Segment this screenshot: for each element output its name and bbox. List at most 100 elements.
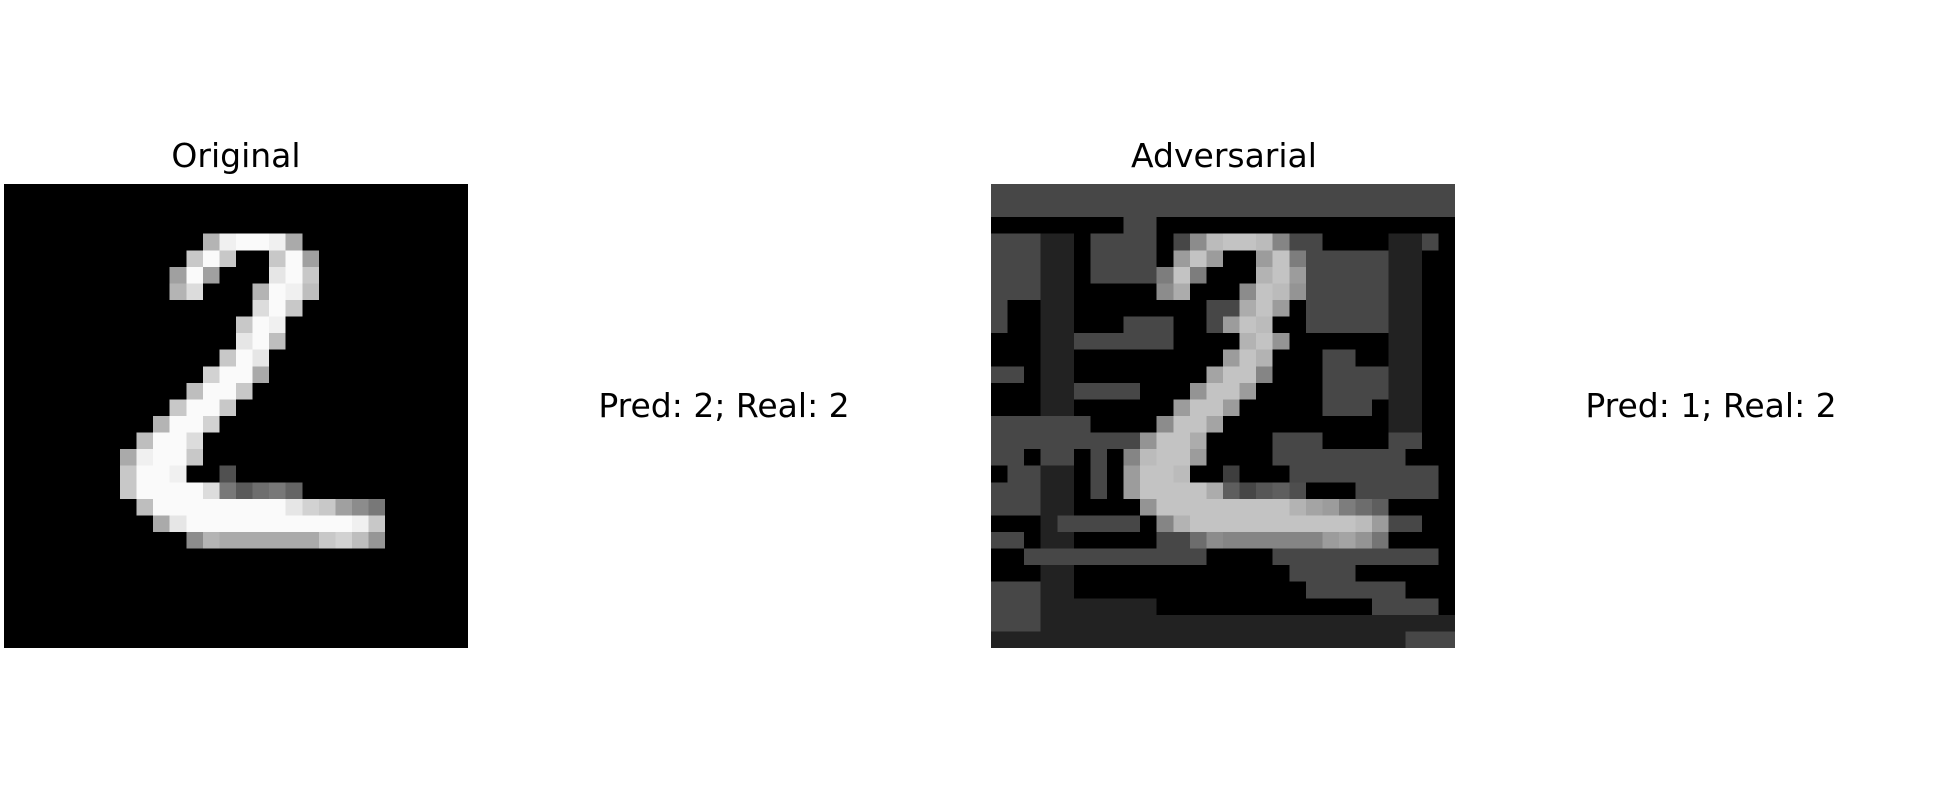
original-pixel (202, 366, 220, 383)
adversarial-pixel (1256, 233, 1273, 251)
original-pixel (269, 283, 286, 300)
adversarial-pixel (1305, 515, 1323, 532)
original-pixel (219, 233, 236, 251)
adversarial-pixel (1355, 498, 1373, 516)
original-pixel (269, 316, 286, 334)
original-pixel (285, 283, 303, 300)
original-pixel (252, 316, 270, 334)
original-pixel (219, 399, 236, 416)
original-pixel (202, 498, 220, 516)
original-pixel (136, 498, 154, 516)
adversarial-pixel (1189, 515, 1207, 532)
adversarial-pixel (1189, 432, 1207, 450)
original-pixel (285, 498, 303, 516)
original-pixel (169, 515, 187, 532)
adversarial-noise-block (1156, 614, 1455, 632)
adversarial-pixel (1189, 449, 1207, 466)
adversarial-pixel (1156, 498, 1174, 516)
original-pixel (186, 283, 203, 300)
adversarial-pixel (1189, 416, 1207, 433)
adversarial-pixel (1289, 515, 1306, 532)
original-pixel (169, 449, 187, 466)
adversarial-noise-block (991, 532, 1025, 549)
adversarial-pixel (1173, 432, 1190, 450)
adversarial-noise-block (1289, 233, 1323, 251)
adversarial-pixel (1239, 532, 1257, 549)
adversarial-pixel (1256, 283, 1273, 300)
adversarial-noise-block (1272, 548, 1439, 566)
adversarial-pixel (1256, 482, 1273, 499)
adversarial-pixel (1156, 266, 1174, 284)
original-pixel (285, 300, 303, 317)
original-pixel (252, 333, 270, 350)
original-pixel (236, 498, 253, 516)
original-pixel (136, 482, 154, 499)
original-pixel (202, 399, 220, 416)
adversarial-noise-block (1073, 382, 1141, 400)
original-prediction-label: Pred: 2; Real: 2 (598, 386, 850, 425)
original-pixel (368, 515, 386, 532)
original-pixel (202, 515, 220, 532)
adversarial-pixel (1256, 300, 1273, 317)
adversarial-pixel (1206, 382, 1223, 400)
original-pixel (186, 382, 203, 400)
original-pixel (252, 366, 270, 383)
original-pixel (219, 498, 236, 516)
original-pixel (219, 515, 236, 532)
adversarial-pixel (1206, 482, 1223, 499)
original-pixel (236, 333, 253, 350)
original-pixel (120, 465, 137, 483)
adversarial-pixel (1223, 532, 1240, 549)
adversarial-pixel (1156, 482, 1174, 499)
original-pixel (186, 498, 203, 516)
original-pixel (285, 515, 303, 532)
adversarial-pixel (1173, 449, 1190, 466)
adversarial-noise-block (1388, 233, 1422, 433)
adversarial-pixel (1305, 532, 1323, 549)
original-pixel (285, 233, 303, 251)
adversarial-pixel (1123, 449, 1141, 466)
adversarial-pixel (1206, 366, 1223, 383)
original-pixel (252, 498, 270, 516)
adversarial-pixel (1140, 449, 1157, 466)
original-pixel (335, 515, 352, 532)
adversarial-pixel (1239, 515, 1257, 532)
original-pixel (186, 532, 203, 549)
original-pixel (269, 515, 286, 532)
original-pixel (153, 449, 170, 466)
original-title: Original (171, 136, 301, 175)
adversarial-pixel (1223, 366, 1240, 383)
adversarial-pixel (1173, 515, 1190, 532)
adversarial-pixel (1339, 498, 1356, 516)
adversarial-pixel (1173, 482, 1190, 499)
original-pixel (269, 333, 286, 350)
adversarial-pixel (1223, 498, 1240, 516)
adversarial-pixel (1173, 283, 1190, 300)
original-pixel (269, 498, 286, 516)
adversarial-pixel (1355, 532, 1373, 549)
original-pixel (302, 266, 319, 284)
adversarial-pixel (1256, 316, 1273, 334)
original-pixel (318, 532, 336, 549)
original-pixel (219, 349, 236, 367)
original-pixel (186, 449, 203, 466)
original-pixel (269, 532, 286, 549)
original-pixel (335, 532, 352, 549)
adversarial-pixel (1173, 266, 1190, 284)
adversarial-pixel (1156, 449, 1174, 466)
adversarial-pixel (1156, 416, 1174, 433)
original-pixel (153, 432, 170, 450)
adversarial-pixel (1239, 382, 1257, 400)
adversarial-noise-block (1024, 548, 1190, 566)
adversarial-pixel (1272, 250, 1290, 267)
adversarial-noise-block (1305, 250, 1389, 334)
adversarial-pixel (1339, 515, 1356, 532)
original-pixel (153, 482, 170, 499)
adversarial-pixel (1223, 465, 1240, 483)
adversarial-pixel (1173, 416, 1190, 433)
original-pixel (219, 482, 236, 499)
adversarial-pixel (1189, 382, 1207, 400)
original-pixel (202, 532, 220, 549)
adversarial-noise-block (1355, 366, 1389, 400)
adversarial-pixel (1223, 515, 1240, 532)
